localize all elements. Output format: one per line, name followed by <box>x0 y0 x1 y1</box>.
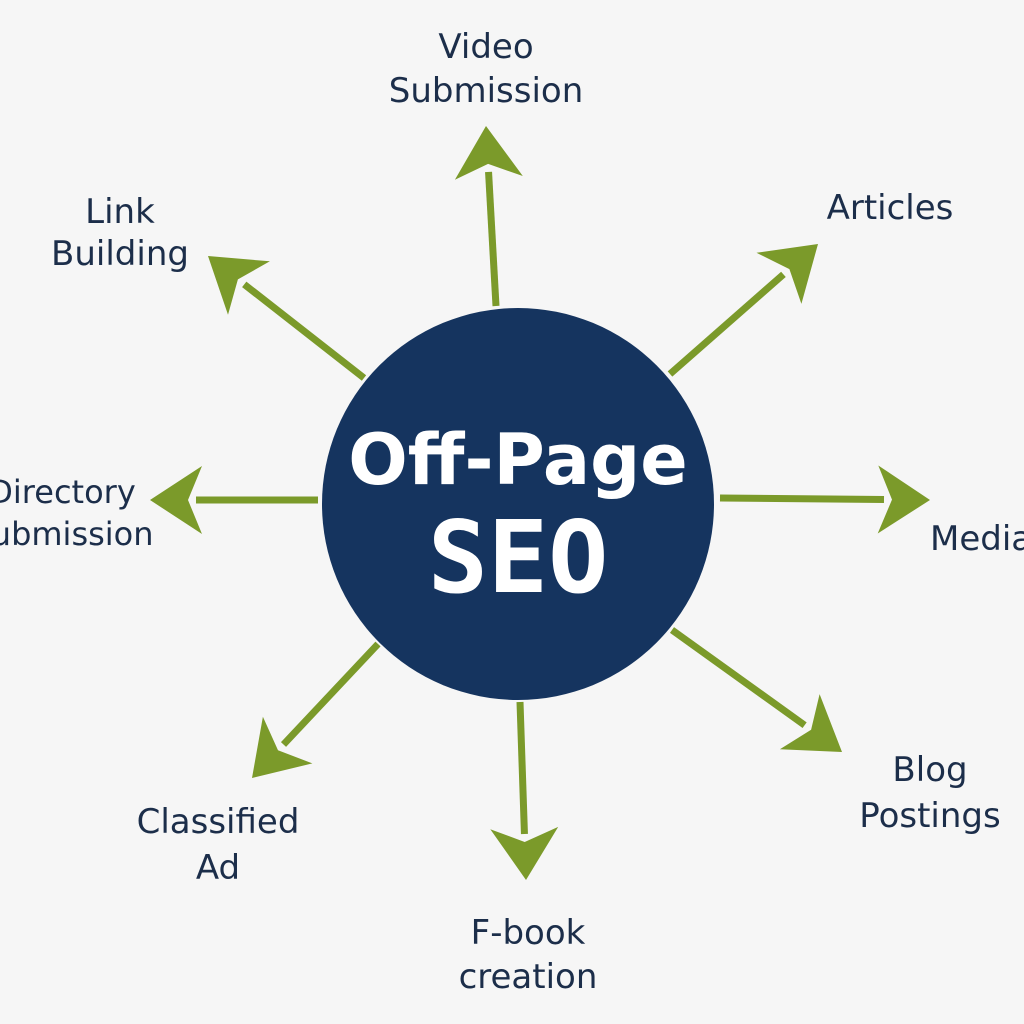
arrow-shaft-link <box>242 281 367 381</box>
label-articles-line-0: Articles <box>827 188 954 228</box>
arrow-head-classified <box>252 716 313 778</box>
label-video-line-0: Video <box>438 27 533 67</box>
label-classified-line-1: Ad <box>196 848 240 888</box>
center-circle <box>322 308 714 700</box>
label-link-line-0: Link <box>85 192 155 232</box>
center-title-line1: Off-Page <box>348 419 688 501</box>
arrow-head-link <box>208 256 270 315</box>
label-directory-line-0: Directory <box>0 473 136 511</box>
arrow-shaft-video <box>485 171 500 307</box>
arrow-shaft-blog <box>669 627 807 729</box>
arrow-head-ebook <box>490 826 559 880</box>
label-blog-line-1: Postings <box>859 796 1000 836</box>
label-directory-line-1: Submission <box>0 515 154 553</box>
label-blog-line-0: Blog <box>892 750 967 790</box>
label-ebook-line-0: F-book <box>471 913 586 953</box>
arrow-shaft-media <box>719 494 885 504</box>
center-title-line2: SEO <box>428 499 609 616</box>
label-link-line-1: Building <box>51 234 189 274</box>
label-media-line-0: Media <box>930 519 1024 559</box>
arrow-head-articles <box>756 244 818 304</box>
arrow-shaft-classified <box>280 641 381 747</box>
label-ebook-line-1: creation <box>459 957 598 997</box>
arrow-head-video <box>454 126 523 180</box>
label-classified-line-0: Classified <box>137 802 300 842</box>
arrows-group <box>150 126 930 880</box>
label-articles: Articles <box>827 188 954 228</box>
arrow-head-directory <box>150 466 202 534</box>
label-media: Media <box>930 519 1024 559</box>
arrow-head-media <box>877 465 930 534</box>
label-directory: DirectorySubmission <box>0 473 154 553</box>
arrow-head-blog <box>779 694 842 752</box>
label-video-line-1: Submission <box>389 71 584 111</box>
arrow-shaft-articles <box>667 271 786 377</box>
arrow-shaft-ebook <box>516 701 528 835</box>
